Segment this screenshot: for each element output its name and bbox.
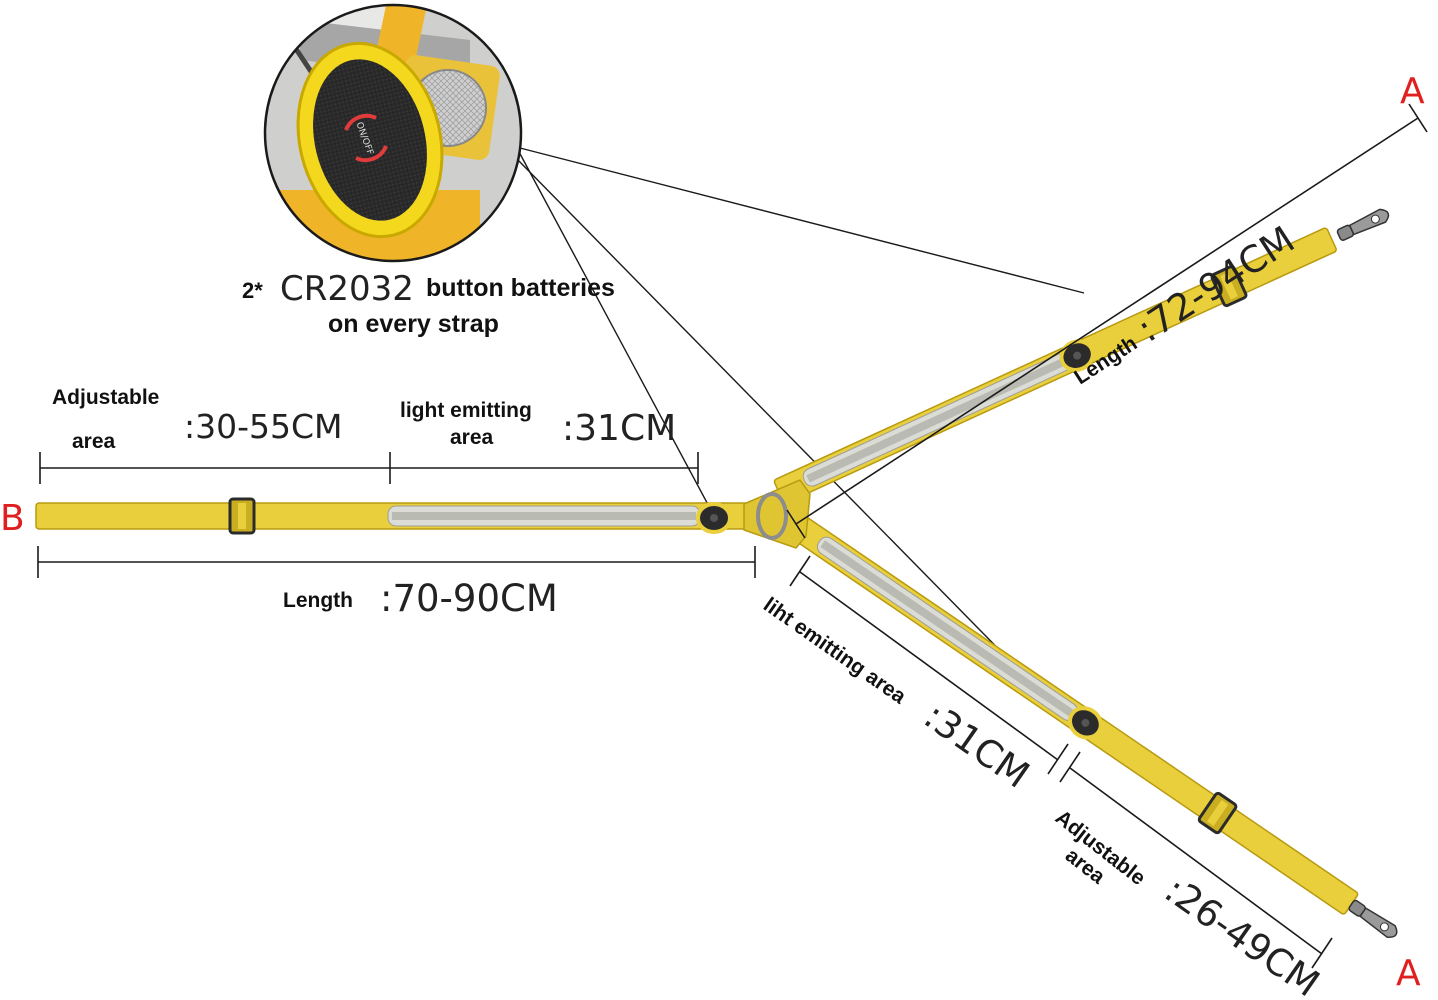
bottom-strap-slider-buckle [1197, 791, 1238, 835]
end-label-b: B [0, 498, 25, 539]
bottom-adjustable-dim-tick-left [1059, 751, 1081, 783]
main-adjustable-value: :30-55CM [184, 407, 343, 446]
junction-connector [743, 479, 811, 549]
main-light-label-2: area [450, 426, 494, 449]
top-length-value: :72-94CM [1130, 218, 1302, 351]
main-strap-labels: Adjustable area :30-55CM light emitting … [52, 386, 676, 620]
callout-lines [515, 147, 1087, 739]
main-adjustable-label-2: area [72, 430, 116, 453]
bottom-adjustable-dim-tick-right [1311, 937, 1333, 969]
battery-type: button batteries [426, 274, 615, 302]
bottom-light-labels: liht emitting area :31CM [759, 593, 1037, 797]
main-strap-reflective-band [392, 512, 696, 520]
bottom-strap-battery-pod [1068, 706, 1103, 740]
top-length-dim-line [795, 117, 1419, 525]
d-ring [756, 492, 788, 540]
bottom-branch-dimensions [789, 555, 1333, 969]
main-dimension-lines [37, 452, 756, 578]
battery-model: CR2032 [280, 269, 414, 309]
bottom-light-label: liht emitting area [759, 593, 910, 708]
bottom-adjustable-dim-line [1069, 767, 1323, 955]
top-branch-labels: Length :72-94CM [1070, 218, 1302, 389]
main-light-label-1: light emitting [400, 399, 532, 422]
battery-count: 2* [242, 278, 263, 303]
top-branch-dimension [786, 103, 1428, 539]
callout-line-bottom [515, 157, 1087, 739]
bottom-adjustable-value: :26-49CM [1157, 868, 1327, 1000]
top-strap-slider-buckle [1210, 265, 1248, 308]
battery-zoom-bubble: ON/OFF [263, 3, 523, 263]
top-length-dim-tick-right [1408, 103, 1428, 133]
bottom-light-dim-tick-left [789, 555, 811, 587]
main-adjustable-label-1: Adjustable [52, 386, 159, 409]
bottom-light-dim-tick-right [1047, 743, 1069, 775]
battery-per-strap: on every strap [328, 310, 499, 338]
bottom-branch-strap [774, 505, 1398, 938]
top-strap-battery-pod [1059, 339, 1095, 372]
pod-felt-face [313, 59, 427, 221]
bottom-adjustable-labels: Adjustable area :26-49CM [1051, 806, 1327, 1000]
battery-caption: 2* CR2032 button batteries on every stra… [242, 269, 615, 338]
end-label-a-bottom: A [1396, 953, 1421, 994]
main-light-value: :31CM [562, 408, 676, 449]
top-length-dim-tick-left [786, 509, 806, 539]
top-strap-snap-hook [1336, 208, 1390, 241]
end-label-a-top: A [1400, 71, 1425, 112]
top-strap-reflective-band [806, 356, 1068, 483]
bottom-strap-snap-hook [1348, 899, 1398, 938]
main-strap-battery-pod [696, 502, 732, 534]
callout-line-main [517, 149, 713, 513]
callout-line-top [519, 147, 1085, 294]
bottom-light-dim-line [799, 571, 1059, 761]
bottom-strap-reflective-band [820, 540, 1075, 718]
main-strap [35, 497, 749, 535]
main-length-value: :70-90CM [380, 577, 558, 620]
main-strap-slider-buckle [228, 497, 256, 535]
main-length-label: Length [283, 589, 353, 612]
bottom-light-value: :31CM [916, 694, 1037, 797]
top-branch-strap [773, 208, 1390, 504]
